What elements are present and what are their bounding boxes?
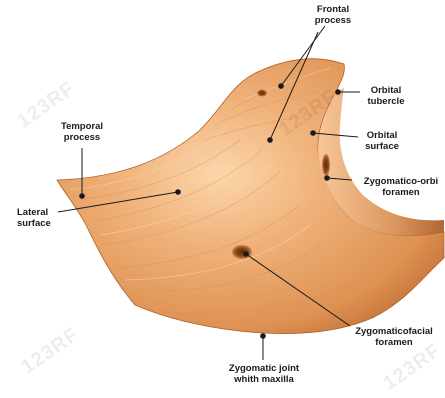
zygomaticofacial-foramen-hole (232, 245, 252, 259)
label-zygomaticofacial-foramen: Zygomaticofacial foramen (345, 326, 443, 348)
label-zygomatico-orbital-foramen: Zygomatico-orbi foramen (357, 176, 445, 198)
dot-zygomatico-orbital (324, 175, 330, 181)
dot-orbital-tubercle (335, 89, 341, 95)
label-temporal-process: Temporal process (50, 121, 114, 143)
frontal-notch (257, 90, 267, 97)
dot-zygomatic-joint (260, 333, 266, 339)
label-orbital-tubercle: Orbital tubercle (358, 85, 414, 107)
label-orbital-surface: Orbital surface (355, 130, 409, 152)
dot-frontal-process-2 (267, 137, 273, 143)
dot-frontal-process (278, 83, 284, 89)
dot-zygomaticofacial (243, 251, 249, 257)
label-lateral-surface: Lateral surface (17, 207, 63, 229)
label-zygomatic-joint: Zygomatic joint whith maxilla (218, 363, 310, 385)
label-frontal-process: Frontal process (303, 4, 363, 26)
dot-lateral-surface (175, 189, 181, 195)
zygomatico-orbital-foramen-hole (322, 154, 330, 176)
dot-temporal-process (79, 193, 85, 199)
dot-orbital-surface (310, 130, 316, 136)
